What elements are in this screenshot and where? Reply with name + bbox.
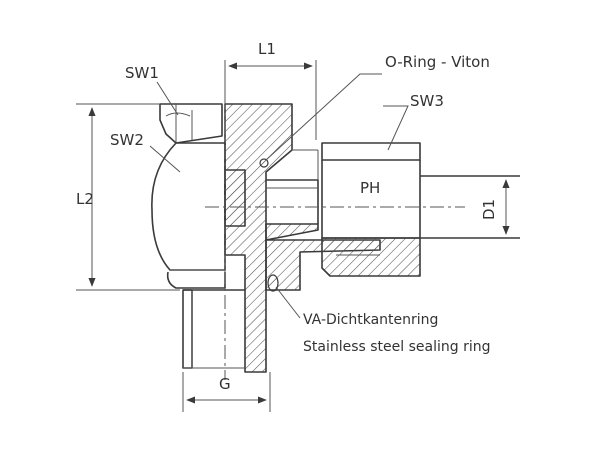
sw2-banjo-body xyxy=(151,142,226,289)
label-l2: L2 xyxy=(76,190,94,208)
leader-oring xyxy=(265,73,382,161)
label-oring: O-Ring - Viton xyxy=(385,53,490,71)
sw3-union-nut xyxy=(321,142,520,277)
leader-va xyxy=(275,286,301,319)
label-sw2: SW2 xyxy=(110,131,144,149)
leader-sw3 xyxy=(383,105,409,151)
label-va-de: VA-Dichtkantenring xyxy=(303,312,438,328)
tube-connection xyxy=(265,149,381,291)
label-va-en: Stainless steel sealing ring xyxy=(303,339,491,355)
label-sw1: SW1 xyxy=(125,64,159,82)
o-ring-mark xyxy=(259,158,269,168)
dim-l2 xyxy=(76,103,180,291)
sw1-hex-nut xyxy=(159,103,223,144)
label-d1: D1 xyxy=(480,199,498,220)
central-wall-section xyxy=(224,103,293,373)
dim-l1 xyxy=(224,60,317,140)
leader-sw1 xyxy=(156,81,179,116)
label-ph: PH xyxy=(360,179,380,197)
leader-sw2 xyxy=(149,145,181,173)
label-sw3: SW3 xyxy=(410,92,444,110)
threaded-stem xyxy=(182,289,245,369)
label-g: G xyxy=(219,375,231,393)
dim-g xyxy=(182,372,271,412)
sealing-ring-mark xyxy=(267,274,279,292)
label-l1: L1 xyxy=(258,40,276,58)
